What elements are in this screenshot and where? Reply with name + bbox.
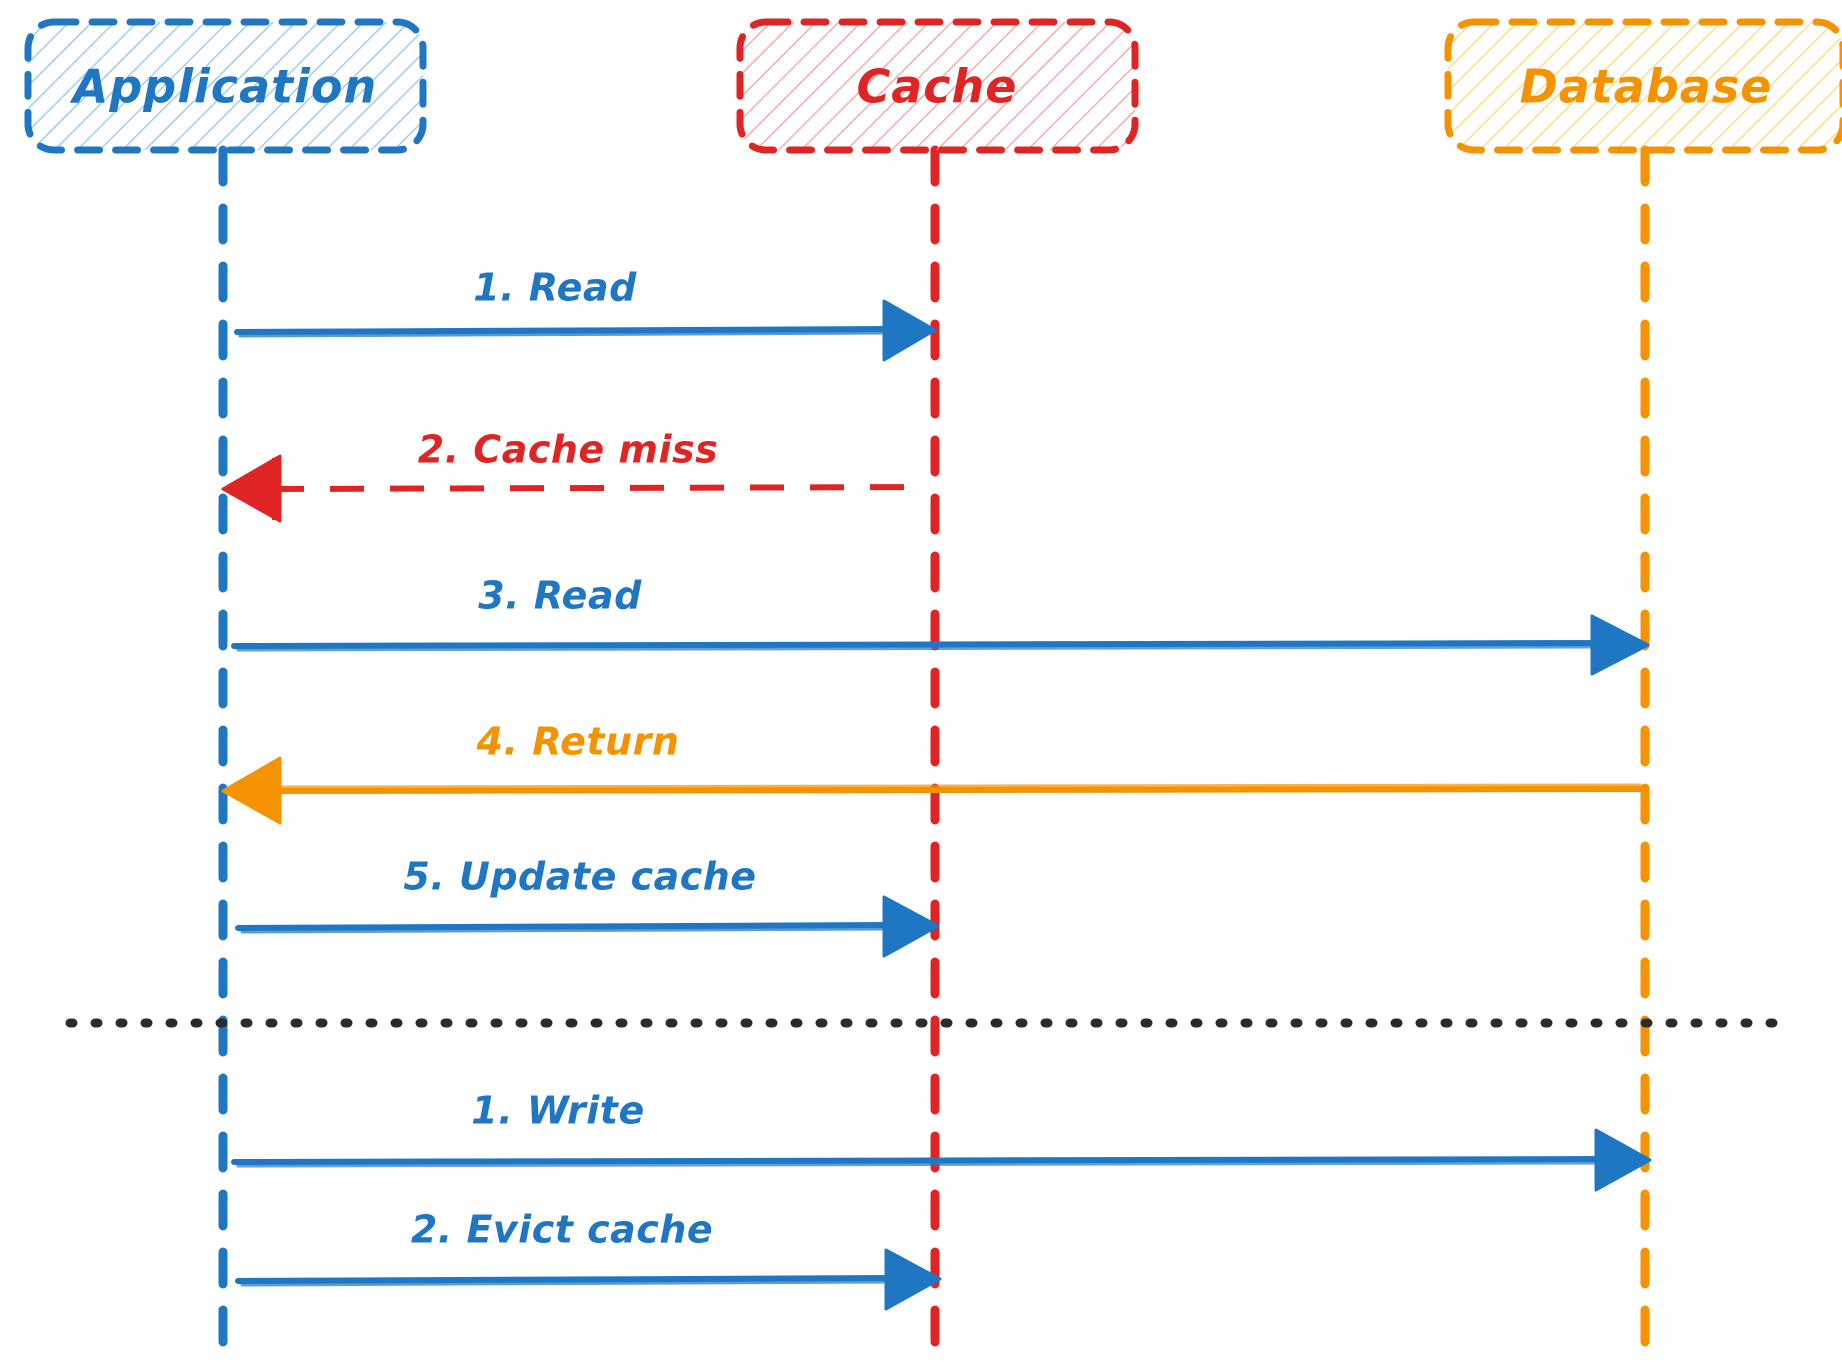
message-update-cache[interactable]: 5. Update cache xyxy=(235,855,940,958)
participant-application[interactable]: Application xyxy=(24,18,427,154)
message-label-read-3: 3. Read xyxy=(478,574,642,618)
message-line-read-1 xyxy=(234,326,903,335)
message-line-evict-cache xyxy=(235,1275,905,1284)
message-evict-cache[interactable]: 2. Evict cache xyxy=(235,1208,942,1311)
message-arrowhead-cache-miss xyxy=(221,454,282,523)
message-label-return: 4. Return xyxy=(476,720,680,764)
participant-label-cache: Cache xyxy=(856,60,1017,114)
message-arrowhead-update-cache xyxy=(882,895,940,958)
participant-label-application: Application xyxy=(70,60,377,114)
message-line-cache-miss xyxy=(269,484,929,492)
message-write[interactable]: 1. Write xyxy=(231,1089,1652,1192)
message-arrowhead-return xyxy=(221,756,282,825)
message-arrowhead-evict-cache xyxy=(884,1248,942,1311)
message-line-read-3 xyxy=(231,640,1613,649)
message-arrowhead-write xyxy=(1594,1128,1652,1192)
message-arrowhead-read-1 xyxy=(882,299,937,362)
message-line-write xyxy=(231,1156,1615,1165)
message-line-read-3-sketch xyxy=(236,645,1608,652)
participant-box-application xyxy=(24,18,427,154)
message-arrowhead-read-3 xyxy=(1590,614,1650,676)
message-label-update-cache: 5. Update cache xyxy=(403,855,756,899)
participant-box-database xyxy=(1444,18,1842,154)
message-line-return xyxy=(257,786,1646,794)
message-label-evict-cache: 2. Evict cache xyxy=(411,1208,713,1252)
message-return[interactable]: 4. Return xyxy=(221,720,1646,825)
message-label-read-1: 1. Read xyxy=(473,266,637,310)
message-cache-miss[interactable]: 2. Cache miss xyxy=(221,428,929,523)
message-line-evict-cache-sketch xyxy=(240,1280,902,1287)
message-line-update-cache xyxy=(235,922,903,931)
message-read-1[interactable]: 1. Read xyxy=(234,266,937,362)
participant-database[interactable]: Database xyxy=(1444,18,1842,154)
participant-box-cache xyxy=(736,18,1139,154)
message-line-return-sketch xyxy=(268,783,1642,789)
message-line-update-cache-sketch xyxy=(240,927,900,934)
message-line-write-sketch xyxy=(236,1161,1610,1168)
message-read-3[interactable]: 3. Read xyxy=(231,574,1650,676)
message-label-write: 1. Write xyxy=(471,1089,645,1133)
message-label-cache-miss: 2. Cache miss xyxy=(418,428,719,472)
participant-label-database: Database xyxy=(1520,60,1773,114)
participant-cache[interactable]: Cache xyxy=(736,18,1139,154)
message-line-read-1-sketch xyxy=(238,331,900,338)
